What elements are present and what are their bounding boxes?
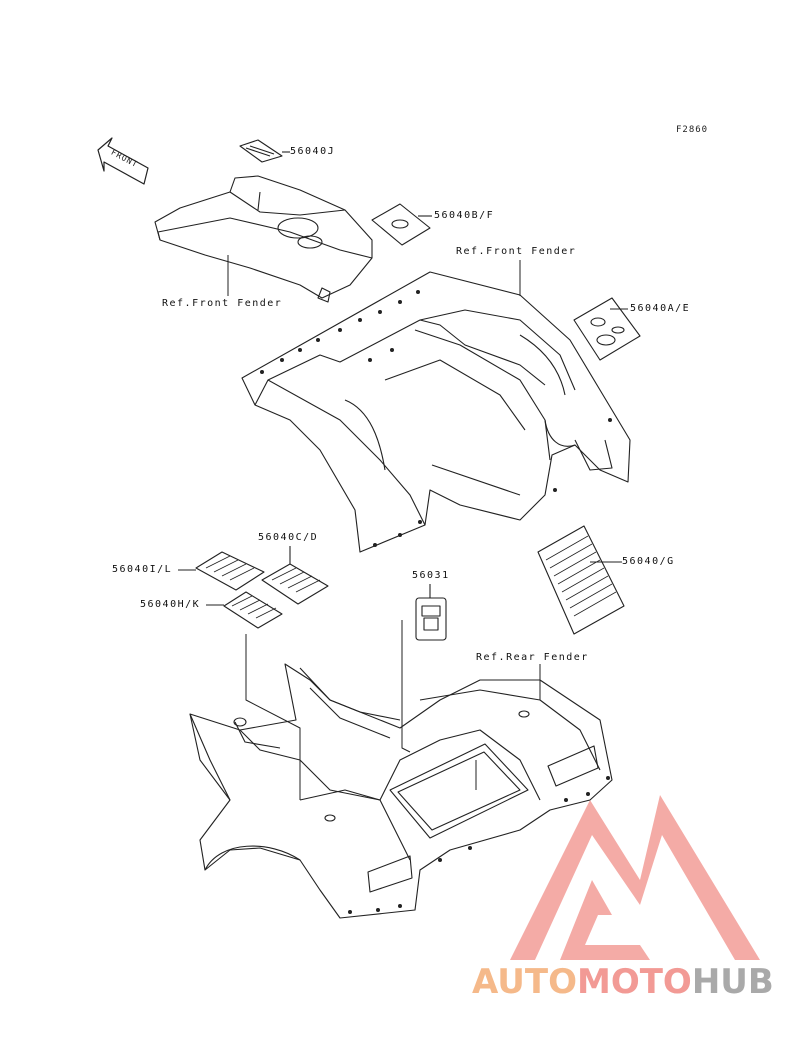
leader-lines-upper [227, 255, 628, 563]
decal-56040BF [371, 203, 432, 246]
label-ref-rear-fender: Ref.Rear Fender [476, 652, 589, 663]
front-arrow-icon [97, 137, 149, 185]
decal-56040IL [178, 551, 265, 591]
label-56040G: 56040/G [622, 556, 675, 567]
watermark-auto: AUTO [472, 962, 577, 1002]
label-ref-front-fender-right: Ref.Front Fender [456, 246, 577, 257]
decal-56031 [415, 584, 447, 641]
decal-56040J [239, 139, 290, 163]
watermark-hub: HUB [691, 962, 774, 1002]
label-ref-front-fender-left: Ref.Front Fender [162, 298, 283, 309]
front-fender [241, 271, 631, 553]
leader-lines-lower [245, 620, 541, 800]
watermark-logo [510, 795, 760, 960]
label-56040BF: 56040B/F [434, 210, 495, 221]
decal-56040G [537, 525, 625, 635]
label-56040HK: 56040H/K [140, 599, 201, 610]
watermark-moto: MOTO [576, 962, 692, 1002]
label-56040AE: 56040A/E [630, 303, 691, 314]
decal-56040HK [206, 591, 283, 629]
front-fender-cover [154, 175, 373, 303]
decal-56040CD [261, 546, 329, 605]
decal-56040AE [573, 297, 641, 361]
label-56040CD: 56040C/D [258, 532, 319, 543]
label-56040IL: 56040I/L [112, 564, 173, 575]
figure-code: F2860 [676, 125, 709, 135]
label-56040J: 56040J [290, 146, 336, 157]
rear-fender [189, 663, 613, 919]
watermark-text: AUTOMOTOHUB [472, 962, 774, 1002]
label-56031: 56031 [412, 570, 450, 581]
